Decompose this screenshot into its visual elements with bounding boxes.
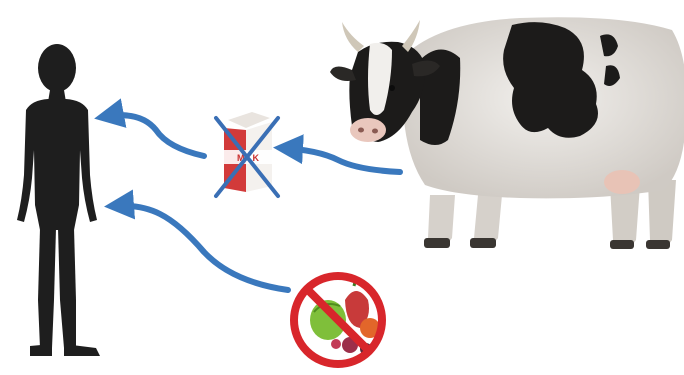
- arrow-vegetables-to-person: [104, 189, 291, 293]
- milk-carton-icon: MILK: [214, 112, 280, 198]
- arrow-milk-to-person: [94, 98, 207, 159]
- prohibited-icon: [290, 272, 386, 368]
- cross-line-2: [214, 116, 280, 198]
- arrow-cow-to-milk: [273, 134, 403, 175]
- cow-icon: [330, 17, 684, 249]
- person-icon: [17, 44, 100, 356]
